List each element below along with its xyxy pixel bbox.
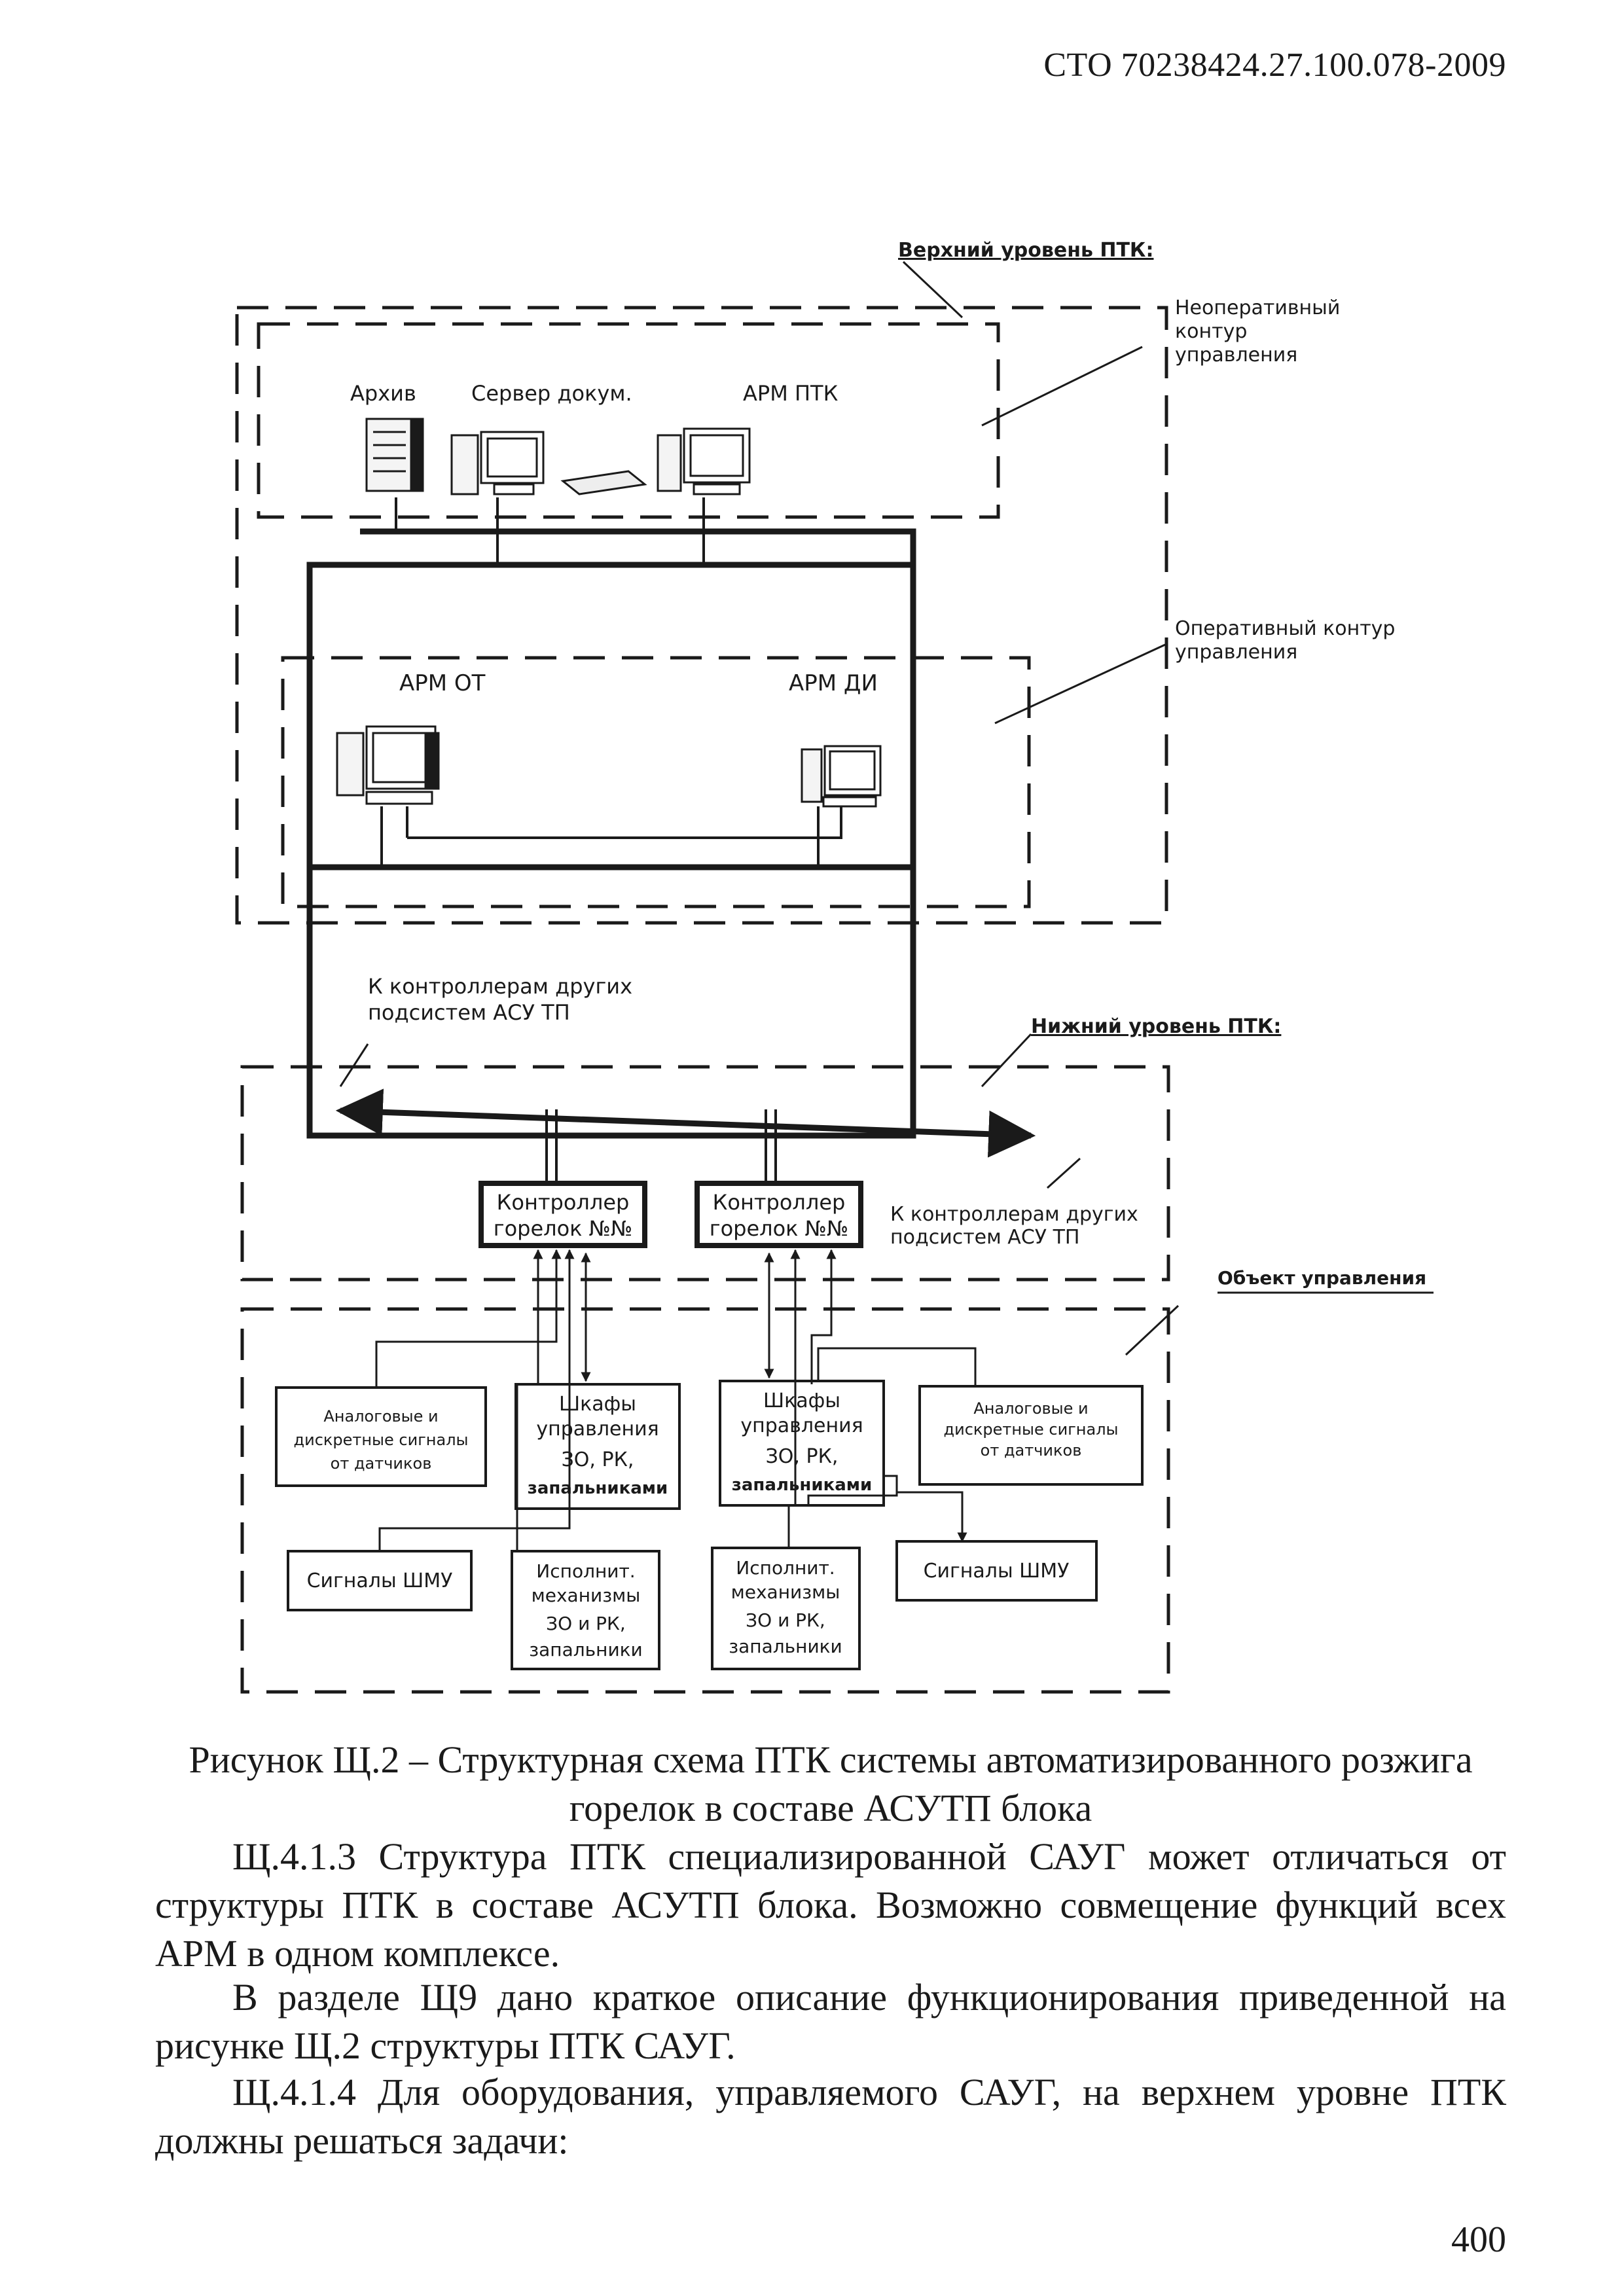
doc-server-icon	[450, 431, 647, 495]
actuators-right-line-1: Исполнит.	[736, 1557, 835, 1579]
to-other-controllers-right-line-2: подсистем АСУ ТП	[890, 1226, 1079, 1249]
cabinets-right-line-1: Шкафы	[763, 1390, 840, 1412]
cabinets-left-box	[514, 1383, 681, 1510]
cabinets-left-line-3: ЗО, РК,	[562, 1448, 634, 1471]
nonoperative-loop-line-2: контур	[1175, 320, 1247, 343]
analog-signals-right-box	[918, 1385, 1144, 1486]
control-object-title: Объект управления	[1218, 1267, 1426, 1289]
controller-2-box	[695, 1181, 863, 1248]
actuators-left-line-2: механизмы	[532, 1585, 641, 1606]
cabinets-left-line-4: запальниками	[528, 1479, 668, 1498]
controller-1-box	[478, 1181, 647, 1248]
controller-2-line-1: Контроллер	[713, 1190, 846, 1215]
to-other-controllers-right-line-1: К контроллерам других	[890, 1203, 1138, 1226]
operative-loop-line-1: Оперативный контур	[1175, 617, 1395, 640]
upper-level-title: Верхний уровень ПТК:	[898, 239, 1153, 262]
arm-di-icon	[801, 745, 882, 808]
controller-1-line-2: горелок №№	[494, 1216, 632, 1241]
paragraph-1: Щ.4.1.3 Структура ПТК специализированной…	[155, 1835, 1506, 1975]
analog-left-line-1: Аналоговые и	[323, 1407, 438, 1426]
shmu-right-label: Сигналы ШМУ	[924, 1560, 1070, 1583]
archive-label: Архив	[350, 381, 416, 406]
to-other-controllers-top-line-1: К контроллерам других	[368, 974, 632, 999]
controller-1-line-1: Контроллер	[497, 1190, 630, 1215]
actuators-left-box	[511, 1550, 660, 1670]
actuators-right-box	[711, 1547, 861, 1670]
analog-left-line-2: дискретные сигналы	[294, 1431, 469, 1449]
paragraph-2: В разделе Щ9 дано краткое описание функц…	[155, 1976, 1506, 2068]
actuators-right-line-2: механизмы	[731, 1581, 840, 1603]
actuators-right-line-4: запальники	[729, 1636, 842, 1657]
actuators-right-line-3: ЗО и РК,	[746, 1609, 825, 1631]
structure-diagram: Верхний уровень ПТК: Неоперативный конту…	[235, 239, 1434, 1694]
cabinets-right-line-3: ЗО, РК,	[766, 1445, 839, 1468]
shmu-left-label: Сигналы ШМУ	[307, 1570, 453, 1592]
cabinets-right-box	[719, 1380, 885, 1507]
cabinets-right-line-2: управления	[740, 1414, 863, 1437]
figure-caption: Рисунок Щ.2 – Структурная схема ПТК сист…	[189, 1738, 1473, 1830]
actuators-left-line-4: запальники	[529, 1639, 643, 1660]
analog-right-line-1: Аналоговые и	[973, 1399, 1088, 1418]
cabinets-right-line-4: запальниками	[732, 1475, 873, 1495]
cabinets-left-line-2: управления	[536, 1418, 659, 1441]
shmu-right-box	[895, 1540, 1098, 1602]
nonoperative-loop-line-3: управления	[1175, 344, 1297, 367]
operative-loop-line-2: управления	[1175, 641, 1297, 664]
analog-right-line-3: от датчиков	[981, 1441, 1082, 1460]
archive-icon	[365, 418, 424, 492]
paragraph-3: Щ.4.1.4 Для оборудования, управляемого С…	[155, 2071, 1506, 2162]
lower-bus-arrow	[335, 1088, 1036, 1158]
control-object-region	[240, 1307, 1170, 1694]
to-other-controllers-top-line-2: подсистем АСУ ТП	[368, 1000, 570, 1025]
lower-level-region	[240, 1065, 1170, 1282]
analog-signals-left-box	[275, 1386, 487, 1487]
actuators-left-line-3: ЗО и РК,	[546, 1613, 626, 1634]
doc-server-label: Сервер докум.	[471, 381, 632, 406]
upper-bus	[306, 528, 916, 1139]
controller-2-line-2: горелок №№	[710, 1216, 848, 1241]
cabinets-left-line-1: Шкафы	[559, 1393, 636, 1416]
arm-ot-icon	[336, 725, 440, 805]
arm-di-label: АРМ ДИ	[789, 670, 878, 696]
actuators-left-line-1: Исполнит.	[536, 1560, 635, 1582]
nonoperative-loop-line-1: Неоперативный	[1175, 296, 1340, 319]
analog-left-line-3: от датчиков	[331, 1454, 432, 1473]
analog-right-line-2: дискретные сигналы	[944, 1420, 1119, 1439]
document-code: СТО 70238424.27.100.078-2009	[1043, 46, 1506, 84]
operative-region	[281, 656, 1031, 908]
upper-level-region	[235, 306, 1168, 925]
arm-ptk-icon	[657, 427, 751, 495]
page-number: 400	[1451, 2219, 1506, 2260]
shmu-left-box	[287, 1550, 473, 1611]
arm-ptk-label: АРМ ПТК	[743, 381, 839, 406]
nonoperative-region	[257, 322, 1000, 519]
arm-ot-label: АРМ ОТ	[399, 670, 486, 696]
lower-level-title: Нижний уровень ПТК:	[1031, 1015, 1281, 1038]
